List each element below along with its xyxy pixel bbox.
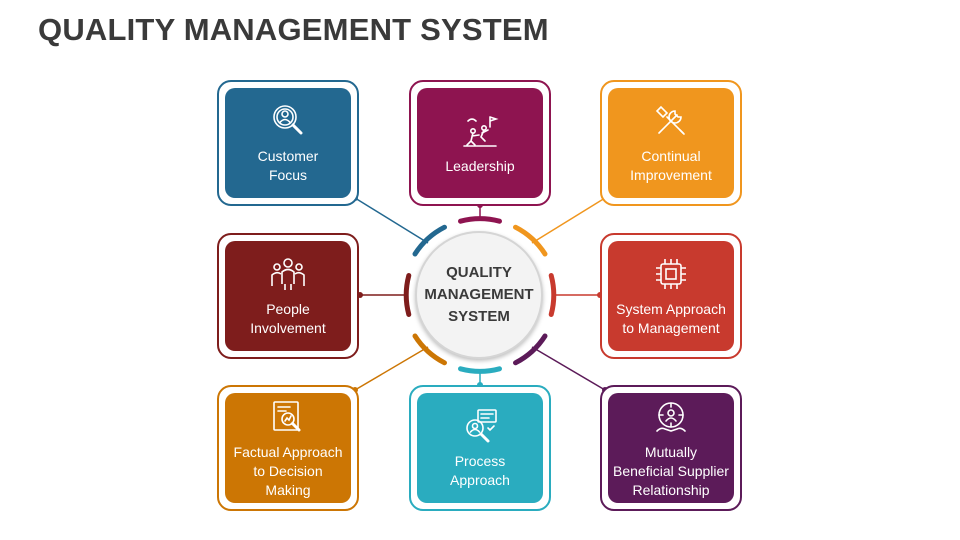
document-analysis-icon — [273, 400, 301, 431]
card-continual-improvement: Continual Improvement — [600, 80, 742, 206]
page-title: QUALITY MANAGEMENT SYSTEM — [38, 12, 549, 47]
connector-factual-approach — [354, 346, 429, 391]
card-factual-approach: Factual Approach to Decision Making — [217, 385, 359, 511]
process-search-icon — [466, 409, 497, 443]
connector-supplier — [531, 346, 606, 391]
card-supplier-relationship: Mutually Beneficial Supplier Relationshi… — [600, 385, 742, 511]
chip-icon — [656, 259, 686, 289]
arc-process-approach — [458, 366, 502, 374]
center-label: QUALITY MANAGEMENT SYSTEM — [424, 264, 534, 325]
customer-search-icon — [273, 105, 303, 135]
arc-supplier — [513, 333, 548, 366]
card-customer-focus: Customer Focus — [217, 80, 359, 206]
node-label: Process Approach — [450, 453, 510, 488]
node-label: Factual Approach to Decision Making — [233, 443, 343, 498]
arc-factual-approach — [412, 333, 447, 366]
node-label: Mutually Beneficial Supplier Relationshi… — [613, 443, 729, 498]
arc-system-approach — [548, 273, 557, 317]
node-label: Continual Improvement — [630, 148, 712, 183]
center-hub: QUALITY MANAGEMENT SYSTEM — [415, 231, 543, 359]
supplier-relationship-icon — [656, 401, 686, 432]
arc-people-involvement — [403, 273, 412, 317]
connector-continual-improvement — [531, 197, 606, 244]
leadership-climb-icon — [463, 115, 499, 147]
node-label: People Involvement — [250, 301, 326, 336]
tools-icon — [655, 105, 685, 135]
card-process-approach: Process Approach — [409, 385, 551, 511]
card-system-approach: System Approach to Management — [600, 233, 742, 359]
node-label: Leadership — [445, 157, 515, 174]
node-label: Customer Focus — [257, 148, 319, 183]
arc-continual-improvement — [513, 224, 548, 257]
arc-customer-focus — [412, 224, 447, 257]
people-group-icon — [271, 258, 305, 290]
connector-customer-focus — [354, 197, 429, 244]
card-leadership: Leadership — [409, 80, 551, 206]
card-people-involvement: People Involvement — [217, 233, 359, 359]
arc-leadership — [458, 216, 502, 224]
node-label: System Approach to Management — [616, 301, 726, 336]
